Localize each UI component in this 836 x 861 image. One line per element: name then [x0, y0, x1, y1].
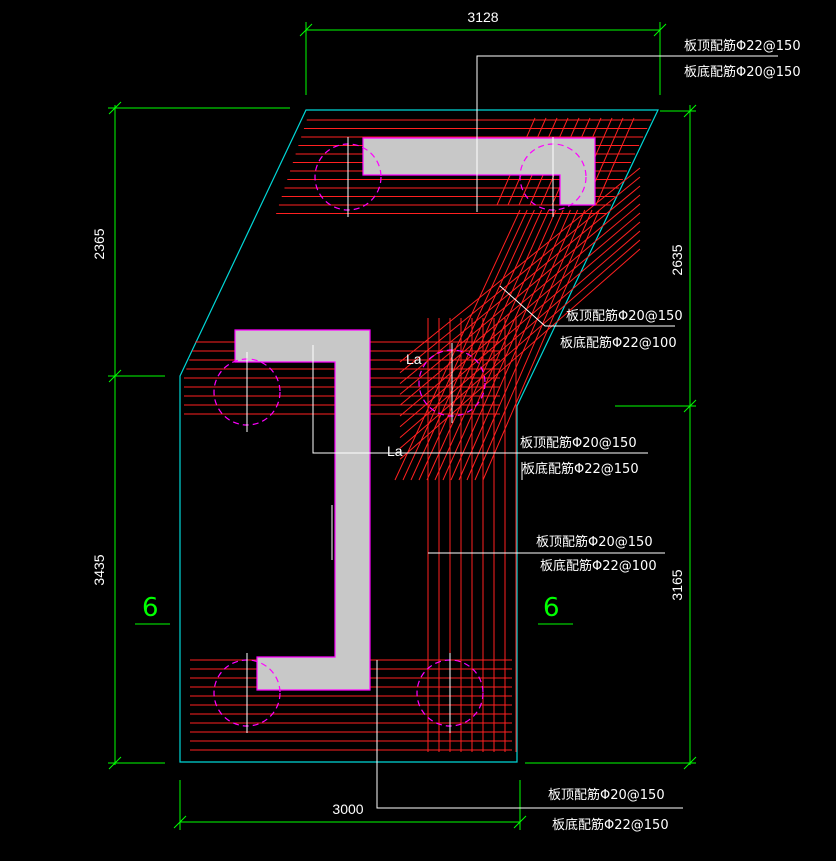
note-5-top: 板顶配筋Φ20@150 [548, 787, 665, 803]
left-lower-dimension: 3435 [91, 554, 107, 585]
note-5-bottom: 板底配筋Φ22@150 [552, 817, 669, 833]
rebar-bar [399, 212, 641, 417]
note-4: 板顶配筋Φ20@150 板底配筋Φ22@100 [536, 534, 657, 574]
dimension-lines [108, 22, 697, 830]
rebar-bar [426, 209, 550, 481]
note-1: 板顶配筋Φ22@150 板底配筋Φ20@150 [684, 38, 801, 80]
rebar-bar [458, 209, 579, 481]
rebar-bar [394, 209, 521, 481]
rebar-bar [410, 209, 535, 481]
core-walls [234, 137, 596, 691]
anchor-label-lower: La [387, 443, 403, 459]
top-dimension: 3128 [467, 9, 498, 25]
leader-lines [312, 55, 778, 809]
rebar-bar [402, 209, 528, 481]
rebar-lines [184, 117, 652, 752]
core-wall-middle [234, 329, 371, 691]
rebar-bar [399, 221, 641, 428]
note-2: 板顶配筋Φ20@150 板底配筋Φ22@100 [560, 308, 683, 351]
rebar-bar [450, 209, 571, 481]
note-2-bottom: 板底配筋Φ22@100 [560, 335, 677, 351]
note-4-bottom: 板底配筋Φ22@100 [540, 558, 657, 574]
axis-label-right: 6 [543, 593, 560, 623]
axis-label-left: 6 [142, 593, 159, 623]
rebar-bar [595, 117, 635, 206]
slab-outline [179, 109, 659, 763]
note-1-top: 板顶配筋Φ22@150 [684, 38, 801, 54]
bottom-dimension: 3000 [332, 801, 363, 817]
rebar-bar [399, 194, 641, 395]
core-wall-top [362, 137, 596, 206]
anchor-label-upper: La [406, 351, 422, 367]
rebar-bar [442, 209, 564, 481]
pile-centre-marks [246, 137, 554, 733]
rebar-bar [466, 209, 586, 481]
right-lower-dimension: 3165 [669, 569, 685, 600]
piles [213, 143, 587, 727]
rebar-bar [399, 176, 641, 374]
note-5: 板顶配筋Φ20@150 板底配筋Φ22@150 [548, 787, 669, 833]
note-3-bottom: 板底配筋Φ22@150 [522, 461, 639, 477]
rebar-bar [399, 203, 641, 406]
note-3: 板顶配筋Φ20@150 板底配筋Φ22@150 [520, 435, 639, 477]
note-1-bottom: 板底配筋Φ20@150 [684, 64, 801, 80]
rebar-bar [399, 230, 641, 438]
note-2-top: 板顶配筋Φ20@150 [566, 308, 683, 324]
left-upper-dimension: 2365 [91, 228, 107, 259]
note-4-top: 板顶配筋Φ20@150 [536, 534, 653, 550]
right-upper-dimension: 2635 [669, 244, 685, 275]
note-3-top: 板顶配筋Φ20@150 [520, 435, 637, 451]
rebar-bar [399, 167, 641, 363]
rebar-bar [399, 248, 641, 460]
